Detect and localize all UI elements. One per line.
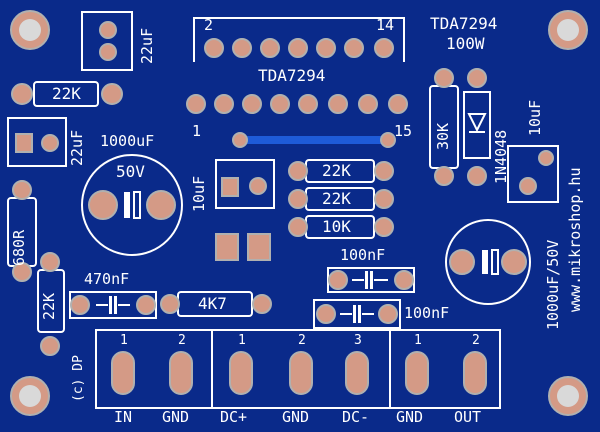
- cap-22uf-mid-outline: [7, 117, 67, 167]
- cap-10uf-center-label: 10uF: [190, 175, 208, 212]
- chip-pins-bottom: [186, 94, 408, 114]
- res-stack: [288, 159, 394, 239]
- chip-pins-top: [204, 38, 394, 58]
- in-pin-1: 1: [120, 333, 128, 348]
- cap-22uf-mid-label: 22uF: [68, 129, 86, 166]
- cap-1000uf-left-value: 1000uF: [100, 132, 155, 150]
- cap-100nf-b-label: 100nF: [404, 304, 450, 322]
- cap-22uf-top-label: 22uF: [138, 27, 156, 64]
- dc-pin-3: 3: [354, 333, 362, 348]
- res-22k-left-outline: [33, 81, 99, 107]
- res-22k-b-label: 22K: [322, 189, 351, 208]
- diode-1n4048-label: 1N4048: [492, 129, 510, 184]
- res-4k7-label: 4K7: [198, 294, 227, 313]
- res-22k-a-label: 22K: [322, 161, 351, 180]
- jumper-pad-left: [232, 132, 248, 148]
- out-pin-2: 2: [472, 333, 480, 348]
- conn-label-gnd-3: GND: [396, 408, 424, 426]
- chip-pin15-label: 15: [394, 122, 413, 140]
- out-pin-1: 1: [414, 333, 422, 348]
- in-pin-2: 2: [178, 333, 186, 348]
- cap-10uf-right-label: 10uF: [526, 99, 544, 136]
- cap-10uf-center-outline: [215, 159, 275, 209]
- cap-1000uf-right-label: 1000uF/50V: [544, 239, 562, 330]
- chip-power-label: 100W: [446, 34, 485, 53]
- res-10k-label: 10K: [322, 217, 351, 236]
- conn-label-dcplus: DC+: [220, 408, 248, 426]
- chip-name-mid-label: TDA7294: [258, 66, 326, 85]
- conn-label-gnd-1: GND: [162, 408, 190, 426]
- dc-pin-2: 2: [298, 333, 306, 348]
- cap-1000uf-left-outline: [81, 154, 183, 256]
- website-label: www.mikroshop.hu: [566, 167, 584, 313]
- cap-1000uf-left-voltage: 50V: [116, 162, 145, 181]
- chip-pin2-label: 2: [204, 16, 214, 34]
- cap-470nf-label: 470nF: [84, 270, 130, 288]
- res-22k-left-label: 22K: [52, 84, 81, 103]
- cap-100nf-a-label: 100nF: [340, 246, 386, 264]
- conn-label-in: IN: [114, 408, 133, 426]
- cap-22uf-top-outline: [81, 11, 133, 71]
- chip-outline: [193, 17, 405, 62]
- res-680r-label: 680R: [10, 229, 28, 266]
- jumper-trace: [244, 136, 384, 144]
- conn-label-out: OUT: [454, 408, 482, 426]
- chip-name-label: TDA7294: [430, 14, 498, 33]
- dc-pin-1: 1: [238, 333, 246, 348]
- chip-pin14-label: 14: [376, 16, 395, 34]
- conn-label-gnd-2: GND: [282, 408, 310, 426]
- connector-blocks: [95, 329, 501, 409]
- res-30k-label: 30K: [434, 122, 452, 150]
- jumper-pad-right: [380, 132, 396, 148]
- copyright-label: (c) DP: [71, 355, 86, 402]
- res-22k-bottom-left-label: 22K: [40, 292, 58, 320]
- mounting-holes: [10, 10, 588, 416]
- chip-pin1-label: 1: [192, 122, 202, 140]
- conn-label-dcminus: DC-: [342, 408, 370, 426]
